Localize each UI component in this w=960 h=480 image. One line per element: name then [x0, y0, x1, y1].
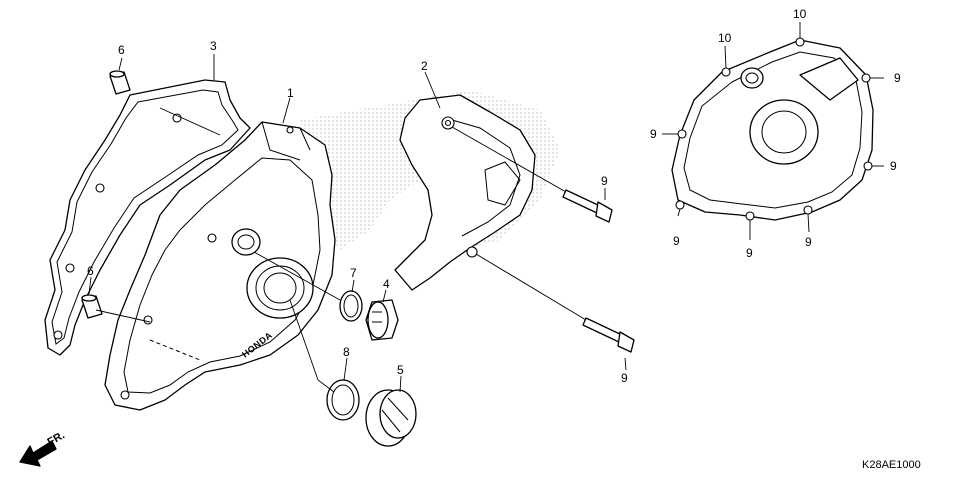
callout-part-4: 4: [383, 277, 390, 291]
callout-part-10-top: 10: [793, 7, 807, 21]
forward-label: FR.: [46, 429, 67, 448]
callout-part-8: 8: [343, 345, 350, 359]
plug-part-4: [365, 299, 399, 341]
cover-center-bore: [246, 257, 314, 319]
gasket-part-3: [44, 79, 251, 356]
callout-part-3: 3: [210, 39, 217, 53]
callout-part-7: 7: [350, 266, 357, 280]
right-cover-bore: [749, 99, 819, 165]
o-ring-part-7: [339, 290, 363, 322]
callout-part-10-left: 10: [718, 31, 732, 45]
cover-small-bore: [231, 228, 261, 256]
gasket-hole: [172, 113, 182, 123]
dowel-pin-part-6-bottom: [81, 294, 103, 319]
callout-part-9-right-bottomleft: 9: [673, 234, 680, 248]
callout-part-9-right-left: 9: [650, 127, 657, 141]
o-ring-part-8: [326, 379, 360, 421]
callout-part-9-right-topright: 9: [894, 71, 901, 85]
callout-part-6-top: 6: [118, 43, 125, 57]
bolt-part-9-lower: [582, 317, 635, 353]
gasket-hole: [53, 330, 63, 340]
callout-part-9-right-right: 9: [890, 159, 897, 173]
callout-part-9-right-bottom2: 9: [805, 235, 812, 249]
callout-part-9-bolt-upper: 9: [601, 174, 608, 188]
callouts: 1 2 3 4 5 6 6 7 8 9 9 9 9 9 9 9 9 10 10: [87, 7, 901, 385]
left-crankcase-cover-part-1: HONDA: [104, 121, 336, 411]
gasket-hole: [65, 263, 75, 273]
callout-part-9-bolt-lower: 9: [621, 371, 628, 385]
cover-part-2: [394, 94, 536, 291]
diagram-code: K28AE1000: [862, 459, 921, 471]
forward-arrow-icon: [19, 440, 57, 467]
callout-part-9-right-bottom1: 9: [746, 246, 753, 260]
callout-part-2: 2: [421, 59, 428, 73]
callout-part-5: 5: [397, 363, 404, 377]
dowel-pin-part-6-top: [109, 70, 131, 95]
right-cover-assembly: [671, 37, 874, 221]
gasket-hole: [95, 183, 105, 193]
bolt-part-9-upper: [562, 189, 613, 223]
plug-cap-part-5: [365, 389, 417, 447]
callout-part-1: 1: [287, 86, 294, 100]
callout-part-6-bottom: 6: [87, 264, 94, 278]
leader-lines: [88, 22, 884, 393]
